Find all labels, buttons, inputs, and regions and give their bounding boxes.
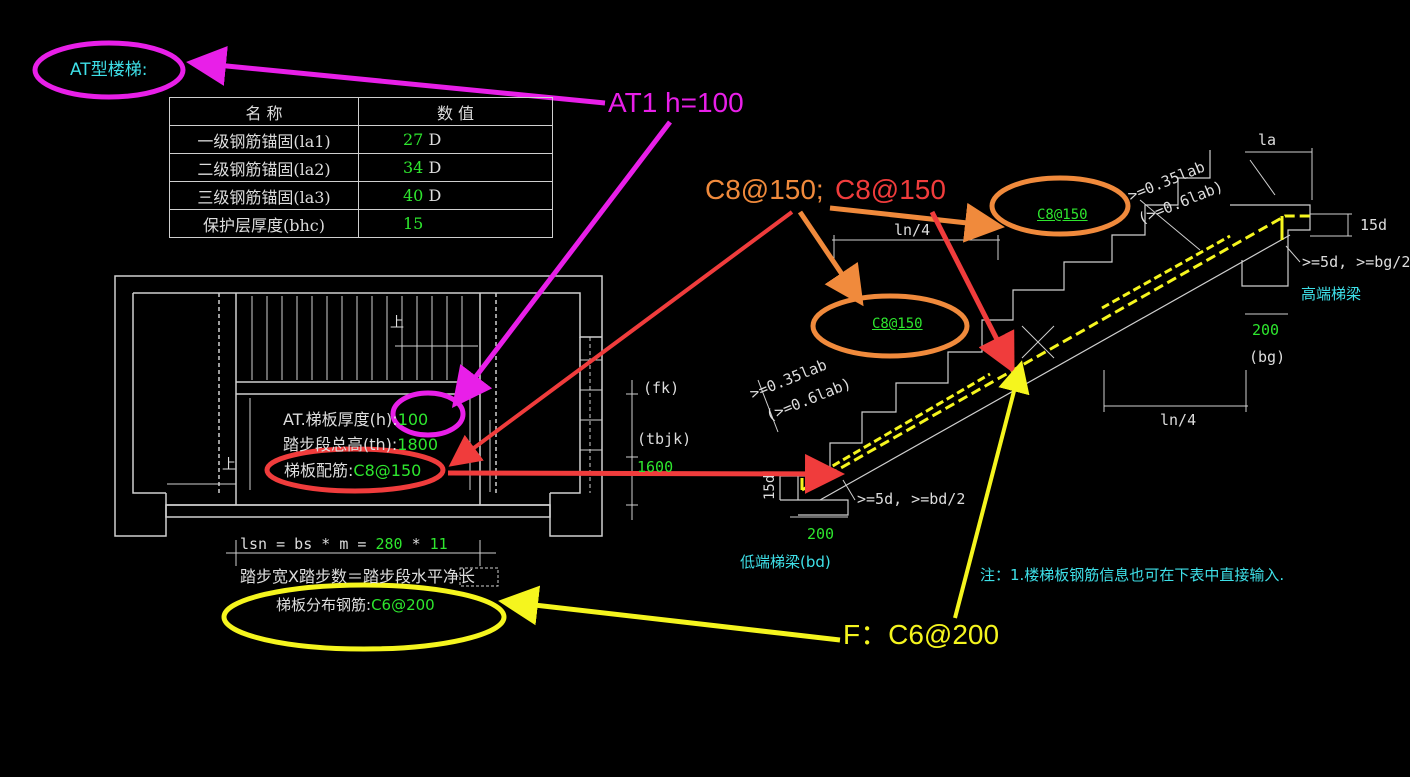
dim-200-top: 200 — [1252, 321, 1280, 339]
row-value-cell[interactable]: 34 D — [358, 153, 553, 182]
thickness-field[interactable]: AT.梯板厚度(h):100 — [283, 412, 428, 428]
table-header-value: 数 值 — [358, 97, 553, 126]
up-label-lower: 上 — [222, 457, 236, 473]
table-row[interactable]: 三级钢筋锚固(la3) 40 D — [169, 181, 553, 210]
lsn-prefix: lsn = bs * m = — [240, 535, 376, 553]
callout-c8-a: C8@150; — [705, 174, 824, 205]
dim-200-bottom: 200 — [807, 525, 835, 543]
ellipse-heading — [32, 40, 186, 100]
row-unit: D — [428, 130, 442, 149]
arrow-c8-upper — [829, 202, 1005, 243]
la-label: la — [1258, 131, 1277, 149]
arrow-f-section — [953, 360, 1030, 619]
ellipse-thickness — [390, 390, 466, 438]
ln4-top: ln/4 — [894, 221, 931, 239]
table-row[interactable]: 保护层厚度(bhc) 15 — [169, 209, 553, 238]
height-value[interactable]: 1800 — [397, 435, 439, 454]
rebar-value[interactable]: C8@150 — [353, 461, 422, 480]
high-beam-label: 高端梯梁 — [1301, 285, 1362, 303]
arrow-red-plan — [448, 210, 794, 467]
dist-value[interactable]: C6@200 — [371, 596, 435, 614]
callout-f: F：C6@200 — [843, 619, 1000, 650]
ellipse-c8-upper — [989, 175, 1131, 237]
bg-label: (bg) — [1249, 348, 1286, 366]
low-beam-label: 低端梯梁(bd) — [740, 553, 831, 571]
ellipse-rebar — [264, 446, 446, 494]
thickness-label: AT.梯板厚度(h): — [283, 410, 398, 429]
height-label: 踏步段总高(th): — [283, 435, 398, 454]
arrow-red-horizontal — [447, 453, 845, 494]
arrow-at1-heading — [186, 46, 606, 106]
row-unit: D — [428, 158, 442, 177]
row-label: 一级钢筋锚固(la1) — [169, 125, 359, 154]
callout-at1: AT1 h=100 — [608, 87, 744, 118]
arrow-f-dist — [498, 585, 841, 643]
dist-field[interactable]: 梯板分布钢筋:C6@200 — [276, 598, 435, 613]
note-text: 注：1.楼梯板钢筋信息也可在下表中直接输入. — [980, 566, 1285, 584]
lsn-m[interactable]: 11 — [429, 535, 448, 553]
ellipse-c8-lower — [810, 293, 970, 359]
parameter-table: 名 称 数 值 一级钢筋锚固(la1) 27 D 二级钢筋锚固(la2) 34 … — [169, 97, 553, 238]
gt5d-top: >=5d, >=bg/2 — [1302, 253, 1410, 271]
gt5d-bottom: >=5d, >=bd/2 — [857, 490, 966, 508]
row-value[interactable]: 27 — [403, 130, 424, 149]
up-label-upper: 上 — [390, 315, 404, 331]
d15-top: 15d — [1360, 216, 1388, 234]
rebar-field[interactable]: 梯板配筋:C8@150 — [284, 463, 421, 479]
table-header-name: 名 称 — [169, 97, 359, 126]
lsn-formula[interactable]: lsn = bs * m = 280 * 11 — [240, 537, 448, 552]
c8-lower-label[interactable]: C8@150 — [872, 316, 923, 332]
row-value[interactable]: 15 — [403, 214, 424, 233]
rebar-lines — [800, 214, 1312, 492]
row-value-cell[interactable]: 15 — [358, 209, 553, 238]
lsn-caption: 踏步宽X踏步数＝踏步段水平净长 — [240, 567, 475, 586]
tbjk-label: (tbjk) — [637, 430, 692, 448]
ellipse-dist — [221, 582, 507, 652]
fk-label: (fk) — [643, 379, 680, 397]
row-label: 三级钢筋锚固(la3) — [169, 181, 359, 210]
dist-label: 梯板分布钢筋: — [276, 596, 372, 614]
row-label: 二级钢筋锚固(la2) — [169, 153, 359, 182]
row-value-cell[interactable]: 40 D — [358, 181, 553, 210]
plan-treads — [167, 296, 638, 587]
ln4-bottom: ln/4 — [1160, 411, 1197, 429]
callout-c8-b: C8@150 — [835, 174, 946, 205]
table-row[interactable]: 二级钢筋锚固(la2) 34 D — [169, 153, 553, 182]
row-label: 保护层厚度(bhc) — [169, 209, 359, 238]
lsn-op: * — [402, 535, 430, 553]
arrow-at1-thickness — [451, 120, 672, 408]
lsn-bs[interactable]: 280 — [375, 535, 403, 553]
thickness-value[interactable]: 100 — [397, 410, 429, 429]
row-value-cell[interactable]: 27 D — [358, 125, 553, 154]
d15-bottom: 15d — [762, 474, 778, 500]
c8-upper-label[interactable]: C8@150 — [1037, 207, 1088, 223]
arrow-c8-lower — [797, 210, 864, 307]
table-row[interactable]: 一级钢筋锚固(la1) 27 D — [169, 125, 553, 154]
arrow-red-section — [929, 210, 1015, 374]
table-header-row: 名 称 数 值 — [169, 97, 553, 126]
row-value[interactable]: 34 — [403, 158, 424, 177]
row-value[interactable]: 40 — [403, 186, 424, 205]
height-field[interactable]: 踏步段总高(th):1800 — [283, 437, 438, 453]
row-unit: D — [428, 186, 442, 205]
rebar-label: 梯板配筋: — [284, 461, 354, 480]
stair-section — [779, 150, 1311, 516]
heading-label: AT型楼梯: — [70, 60, 148, 80]
side-value[interactable]: 1600 — [637, 458, 674, 476]
